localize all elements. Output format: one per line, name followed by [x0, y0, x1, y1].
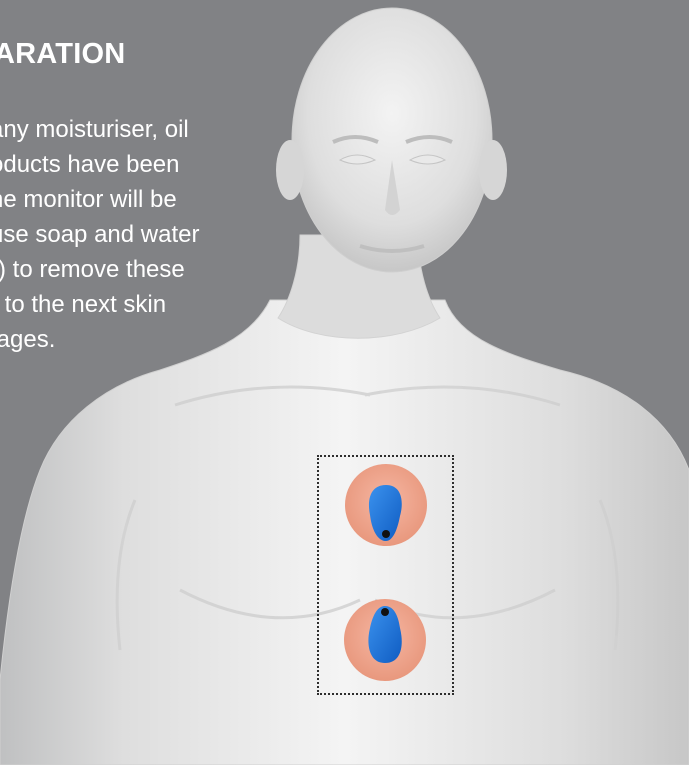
instruction-line: use soap and water: [0, 217, 320, 252]
instruction-line: oducts have been: [0, 147, 320, 182]
instruction-text: any moisturiser, oil oducts have been he…: [0, 112, 320, 357]
section-heading: ARATION: [0, 38, 125, 71]
instruction-line: r to the next skin: [0, 287, 320, 322]
electrode-placement-area: [317, 455, 454, 695]
instruction-line: he monitor will be: [0, 182, 320, 217]
instruction-line: tages.: [0, 322, 320, 357]
instruction-line: r) to remove these: [0, 252, 320, 287]
instruction-line: any moisturiser, oil: [0, 112, 320, 147]
